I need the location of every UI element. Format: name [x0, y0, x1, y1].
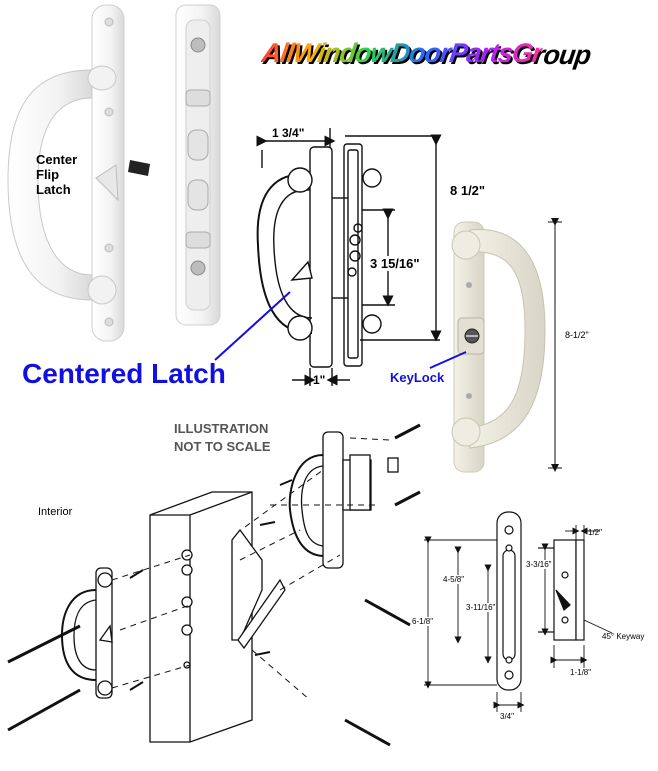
note-line-2: NOT TO SCALE	[174, 439, 271, 454]
handle-dimension-drawing	[256, 128, 442, 386]
dim-hole-spacing: 3 15/16"	[370, 256, 420, 271]
keylock-leader	[429, 351, 467, 369]
plate-dim-e: 1-1/8"	[570, 668, 592, 677]
plate-dim-d: 6-1/8"	[412, 617, 434, 626]
center-flip-latch-label: Center Flip Latch	[36, 152, 77, 197]
keylock-handle-photo	[451, 221, 546, 473]
handle-photo-front	[7, 4, 150, 342]
plate-dim-b: 4-5/8"	[443, 575, 465, 584]
keylock-dim	[548, 218, 562, 472]
centered-latch-callout: Centered Latch	[22, 358, 226, 389]
label-line-3: Latch	[36, 182, 71, 197]
label-line-1: Center	[36, 152, 78, 167]
strike-plate-dims	[424, 525, 613, 712]
plate-dim-a: 3-3/16"	[526, 560, 552, 569]
plate-dim-c: 3-11/16"	[466, 603, 496, 612]
illustration-note: ILLUSTRATION NOT TO SCALE	[174, 420, 271, 456]
strike-plate-drawing	[496, 511, 585, 691]
dim-depth-bottom: 1"	[313, 373, 326, 387]
label-line-2: Flip	[36, 167, 60, 182]
centered-latch-leader	[214, 291, 291, 361]
plate-dim-top: 1/2"	[588, 528, 602, 537]
dim-width-top: 1 3/4"	[272, 126, 305, 140]
plate-dim-keyway: 45° Keyway	[602, 632, 645, 641]
interior-label: Interior	[38, 506, 73, 518]
note-line-1: ILLUSTRATION	[174, 421, 269, 436]
dim-height-total: 8 1/2"	[450, 183, 486, 198]
exploded-illustration	[7, 423, 421, 747]
brand-logo: AllWindowDoorPartsGroup	[258, 28, 590, 78]
dim-photo-height: 8-1/2"	[565, 330, 589, 340]
plate-dim-f: 3/4"	[500, 712, 514, 721]
keylock-callout: KeyLock	[390, 370, 445, 385]
handle-photo-back	[175, 4, 221, 326]
